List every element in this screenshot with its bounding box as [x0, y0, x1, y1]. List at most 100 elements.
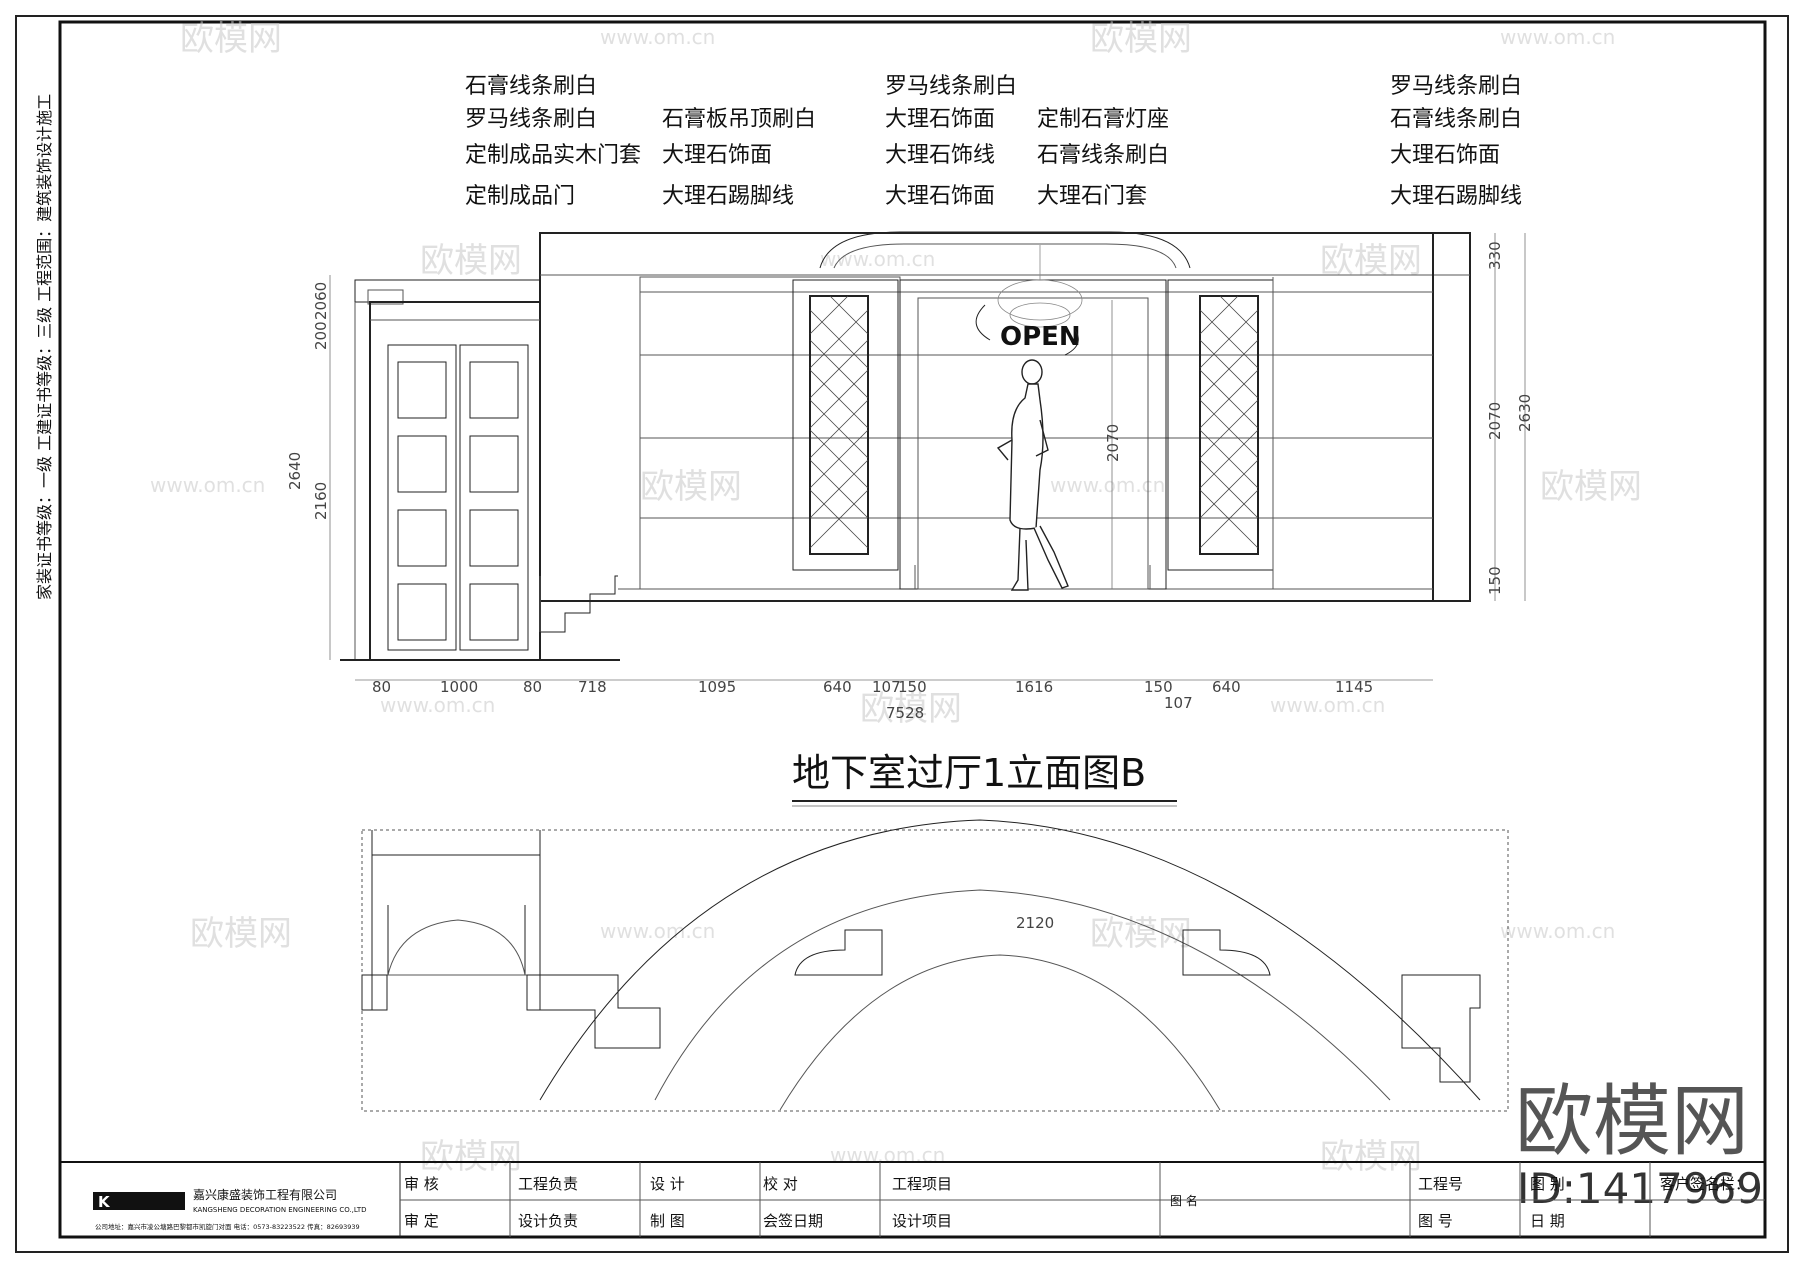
dim-label: 80	[372, 678, 391, 696]
plan-drawing: 2120	[361, 819, 1509, 1112]
watermark-id-text: ID:1417969	[1517, 1164, 1763, 1213]
watermark-brand: 欧模网	[190, 914, 292, 954]
annotation-label: 大理石饰线	[885, 143, 995, 168]
door-head-molding	[354, 279, 541, 303]
door-section	[340, 279, 620, 661]
annotation-label: 罗马线条刷白	[465, 107, 597, 132]
dim-label: 2060	[312, 282, 330, 320]
marble-panel-left	[639, 276, 901, 590]
elevation-drawing: OPEN	[286, 231, 1534, 722]
bottom-dimensions: 80 1000 80 718 1095 640 107 150 1616 150…	[372, 678, 1373, 722]
dim-label: 107	[872, 678, 901, 696]
annotation-label: 定制成品门	[465, 184, 575, 209]
tb-cell: 日 期	[1530, 1212, 1565, 1230]
company-logo: K	[93, 1192, 185, 1211]
annotation-label: 大理石门套	[1037, 184, 1147, 209]
tb-cell: 会签日期	[763, 1212, 823, 1230]
dim-label: 2070	[1104, 424, 1122, 462]
marble-inlay-right	[1199, 295, 1259, 555]
tb-cell: 设计项目	[892, 1212, 952, 1230]
tb-cell: 图 名	[1170, 1193, 1198, 1208]
watermark-brand: 欧模网	[640, 467, 742, 507]
dim-label: 150	[1486, 566, 1504, 595]
tb-cell: 设计负责	[518, 1212, 578, 1230]
outer-frame	[15, 15, 1789, 1253]
watermark-url: www.om.cn	[380, 693, 495, 717]
plan-quarter-left	[794, 929, 883, 976]
annotation-label: 大理石饰面	[885, 107, 995, 132]
side-qualification-text: 家装证书等级：一级 工建证书等级：三级 工程范围：建筑装饰设计施工	[35, 94, 54, 600]
ceiling-arch	[819, 231, 1191, 269]
tb-cell: 校 对	[763, 1175, 798, 1193]
plan-column	[1401, 974, 1481, 1083]
watermark-brand: 欧模网	[420, 1137, 522, 1177]
central-opening: OPEN	[819, 231, 1191, 591]
dim-label: 640	[823, 678, 852, 696]
watermark-url: www.om.cn	[1050, 473, 1165, 497]
watermark-brand: 欧模网	[1090, 914, 1192, 954]
dim-label: 2630	[1516, 394, 1534, 432]
annotation-label: 大理石饰面	[885, 184, 995, 209]
dim-label: 107	[1164, 694, 1193, 712]
tb-cell: 设 计	[650, 1175, 685, 1193]
watermark-url: www.om.cn	[1270, 693, 1385, 717]
annotation-label: 石膏板吊顶刷白	[662, 107, 816, 132]
dim-label: 2070	[1486, 402, 1504, 440]
annotation-label: 大理石踢脚线	[1390, 184, 1522, 209]
company-name-en: KANGSHENG DECORATION ENGINEERING CO.,LTD	[193, 1206, 367, 1214]
plan-outer-arch	[539, 819, 1481, 1101]
right-dimensions: 330 2070 2630 150 2070	[1104, 241, 1534, 595]
company-name: 嘉兴康盛装饰工程有限公司	[193, 1187, 337, 1202]
dim-label: 200	[312, 321, 330, 350]
watermark-brand: 欧模网	[1320, 1137, 1422, 1177]
dim-label: 150	[1144, 678, 1173, 696]
annotation-label: 大理石饰面	[662, 143, 772, 168]
dim-label: 1616	[1015, 678, 1053, 696]
left-dimensions: 2160 200 2060 2640	[286, 282, 330, 520]
dim-label: 150	[898, 678, 927, 696]
watermark-url: www.om.cn	[1500, 25, 1615, 49]
plan-dim-label: 2120	[1016, 914, 1054, 932]
watermark-url: www.om.cn	[1500, 919, 1615, 943]
dim-label: 2160	[312, 482, 330, 520]
drawing-title: 地下室过厅1立面图B	[792, 751, 1146, 795]
plan-inner-arch	[779, 954, 1221, 1111]
watermark-brand: 欧模网	[420, 241, 522, 281]
watermark-layer: 欧模网 www.om.cn 欧模网 www.om.cn 欧模网 www.om.c…	[150, 19, 1642, 1177]
watermark-url: www.om.cn	[600, 919, 715, 943]
tb-cell: 图 别	[1530, 1175, 1565, 1193]
dim-label: 1095	[698, 678, 736, 696]
dimension-lines	[329, 233, 1526, 681]
watermark-url: www.om.cn	[820, 247, 935, 271]
door-leaf-left	[387, 344, 457, 651]
elevation-outline	[539, 232, 1471, 602]
tb-cell: 审 核	[404, 1175, 439, 1193]
marble-frame-left	[792, 279, 899, 571]
dim-total: 7528	[886, 704, 924, 722]
open-sign-text: OPEN	[1000, 322, 1081, 352]
dim-label: 640	[1212, 678, 1241, 696]
tb-cell: 工程负责	[518, 1175, 578, 1193]
watermark-brand: 欧模网	[860, 689, 962, 729]
marble-panel-right	[1167, 277, 1274, 589]
marble-inlay-left	[809, 295, 869, 555]
annotation-label: 罗马线条刷白	[1390, 74, 1522, 99]
company-address: 公司地址：嘉兴市凌公塘路巴黎都市凯旋门对面 电话：0573-83223522 传…	[95, 1222, 360, 1231]
annotation-label: 大理石踢脚线	[662, 184, 794, 209]
dim-label: 1000	[440, 678, 478, 696]
watermark-brand: 欧模网	[180, 19, 282, 59]
staircase	[539, 575, 618, 633]
tb-cell: 审 定	[404, 1212, 439, 1230]
dim-label: 80	[523, 678, 542, 696]
annotation-label: 大理石饰面	[1390, 143, 1500, 168]
watermark-logo-text: 欧模网	[1515, 1077, 1749, 1167]
watermark-url: www.om.cn	[830, 1143, 945, 1167]
tb-cell: 工程号	[1418, 1175, 1463, 1193]
dim-label: 1145	[1335, 678, 1373, 696]
annotation-label: 石膏线条刷白	[1037, 143, 1169, 168]
door-frame	[369, 301, 541, 661]
annotation-label: 石膏线条刷白	[465, 74, 597, 99]
door-leaf-right	[459, 344, 529, 651]
dim-label: 330	[1486, 241, 1504, 270]
